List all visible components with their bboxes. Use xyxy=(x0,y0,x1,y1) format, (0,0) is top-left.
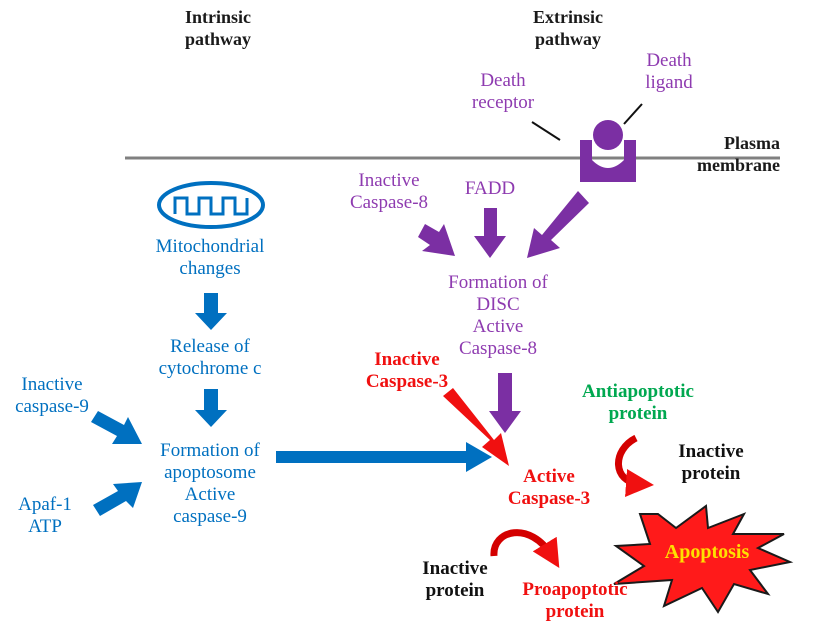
arrow-mito-to-cytochrome xyxy=(195,293,227,330)
intrinsic-pathway-header: Intrinsic pathway xyxy=(184,7,251,49)
inactive-caspase8-label: Inactive Caspase-8 xyxy=(349,170,429,213)
mitochondrion-icon xyxy=(157,181,265,229)
inactive-protein-bottom-label: Inactive protein xyxy=(422,558,488,601)
apoptosis-burst-icon xyxy=(613,504,794,614)
apaf-atp-label: Apaf-1 ATP xyxy=(18,494,72,537)
death-ligand-label: Death ligand xyxy=(645,50,693,93)
death-ligand-pointer xyxy=(623,103,643,125)
arrow-apoptosome-to-caspase3 xyxy=(276,442,492,472)
death-receptor-label: Death receptor xyxy=(471,70,535,113)
arrow-inactive-caspase3-to-active xyxy=(443,388,509,466)
death-receptor-icon xyxy=(580,140,636,182)
antiapoptotic-protein-label: Antiapoptotic protein xyxy=(582,381,694,424)
apoptosome-formation-label: Formation of apoptosome Active caspase-9 xyxy=(160,440,260,527)
proapoptotic-protein-label: Proapoptotic protein xyxy=(522,579,628,622)
death-ligand-icon xyxy=(593,120,623,150)
death-receptor-pointer xyxy=(531,121,561,141)
inactive-caspase9-label: Inactive caspase-9 xyxy=(15,374,89,417)
inactive-protein-right-label: Inactive protein xyxy=(678,441,744,484)
arrow-fadd-to-disc xyxy=(474,208,506,258)
curved-arrow-antiapoptotic xyxy=(615,434,654,497)
plasma-membrane-label: Plasma membrane xyxy=(697,133,780,175)
arrow-caspase9-to-apoptosome xyxy=(91,411,142,444)
active-caspase3-label: Active Caspase-3 xyxy=(507,466,591,509)
arrow-inactive-caspase8-to-disc xyxy=(418,224,455,256)
apoptosis-label: Apoptosis xyxy=(664,541,750,563)
arrow-disc-to-caspase3 xyxy=(489,373,521,433)
curved-arrow-proapoptotic xyxy=(490,529,560,568)
mitochondrial-changes-label: Mitochondrial changes xyxy=(155,236,265,279)
cytochrome-release-label: Release of cytochrome c xyxy=(158,336,262,379)
inactive-caspase3-label: Inactive Caspase-3 xyxy=(365,349,449,392)
arrow-cytochrome-to-apoptosome xyxy=(195,389,227,427)
extrinsic-pathway-header: Extrinsic pathway xyxy=(533,7,603,49)
arrow-apaf-to-apoptosome xyxy=(93,482,142,516)
disc-formation-label: Formation of DISC Active Caspase-8 xyxy=(448,272,548,359)
arrow-receptor-to-disc xyxy=(527,191,589,258)
fadd-label: FADD xyxy=(464,178,516,199)
